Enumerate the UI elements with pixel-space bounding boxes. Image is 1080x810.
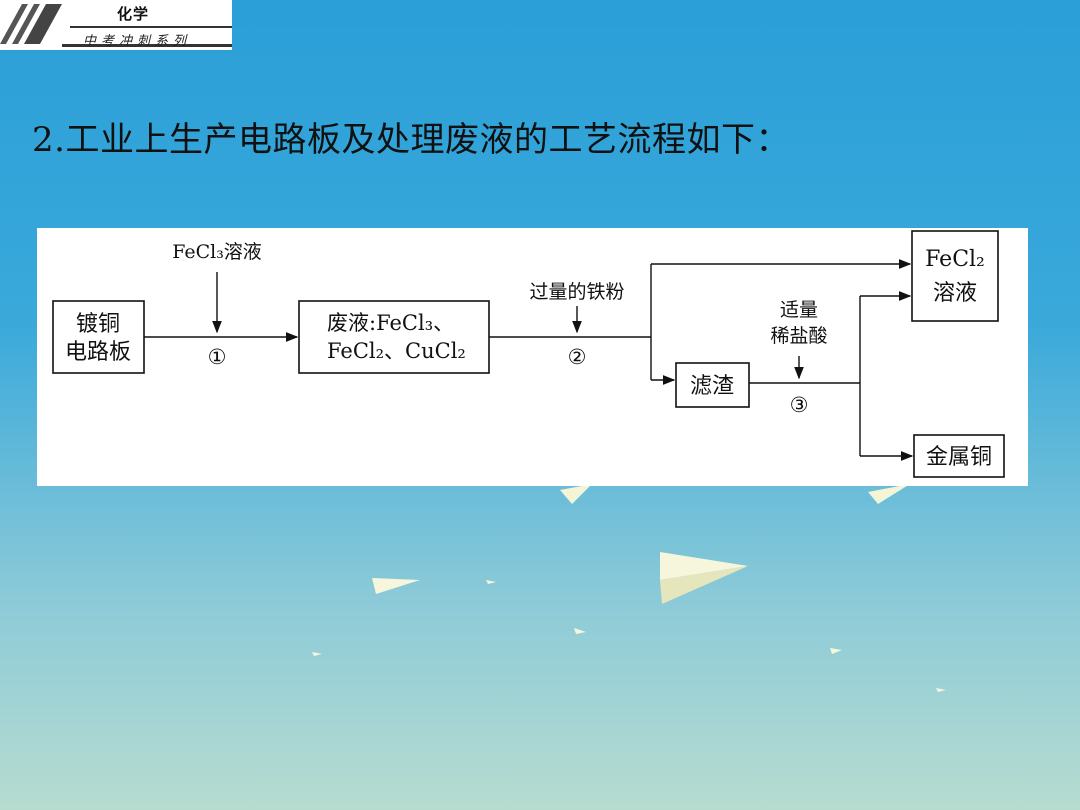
acid-reagent-label-1: 适量 <box>780 299 818 321</box>
step-2-label: ② <box>568 345 587 369</box>
paper-plane-icon <box>574 628 586 634</box>
subject-label: 化学 <box>117 5 150 23</box>
process-flow-diagram: 镀铜 电路板 废液:FeCl₃、 FeCl₂、CuCl₂ 滤渣 FeCl₂ 溶液… <box>37 228 1028 486</box>
residue-box <box>675 362 750 408</box>
paper-plane-icon <box>312 652 322 656</box>
fecl2-solution-label-2: 溶液 <box>933 281 977 306</box>
step-1-label: ① <box>208 345 227 369</box>
fecl2-solution-box <box>911 230 999 322</box>
iron-reagent-label: 过量的铁粉 <box>529 281 624 303</box>
series-label: 中考冲刺系列 <box>83 34 192 49</box>
acid-reagent-label-2: 稀盐酸 <box>770 325 827 347</box>
question-text: 2.工业上生产电路板及处理废液的工艺流程如下： <box>32 120 790 160</box>
circuit-board-label-2: 电路板 <box>65 340 131 365</box>
paper-plane-icon <box>372 578 420 594</box>
circuit-board-label-1: 镀铜 <box>76 312 120 337</box>
waste-liquid-label-2: FeCl₂、CuCl₂ <box>327 339 466 363</box>
metal-copper-box <box>913 434 1005 478</box>
paper-plane-icon <box>660 552 748 604</box>
residue-label: 滤渣 <box>690 374 734 399</box>
paper-plane-icon <box>868 484 910 504</box>
paper-plane-icon <box>936 688 946 692</box>
paper-plane-icon <box>560 484 592 504</box>
fecl3-reagent-label: FeCl₃溶液 <box>172 241 262 263</box>
waste-liquid-label-1: 废液:FeCl₃、 <box>327 311 454 335</box>
fecl2-solution-label-1: FeCl₂ <box>925 247 985 272</box>
step-3-label: ③ <box>790 393 809 417</box>
metal-copper-label: 金属铜 <box>926 445 992 470</box>
paper-plane-icon <box>830 648 842 654</box>
badge-rule <box>70 26 232 28</box>
stripes-decoration <box>0 4 232 47</box>
paper-plane-icon <box>486 580 496 584</box>
series-badge: 化学 中考冲刺系列 <box>0 0 232 50</box>
